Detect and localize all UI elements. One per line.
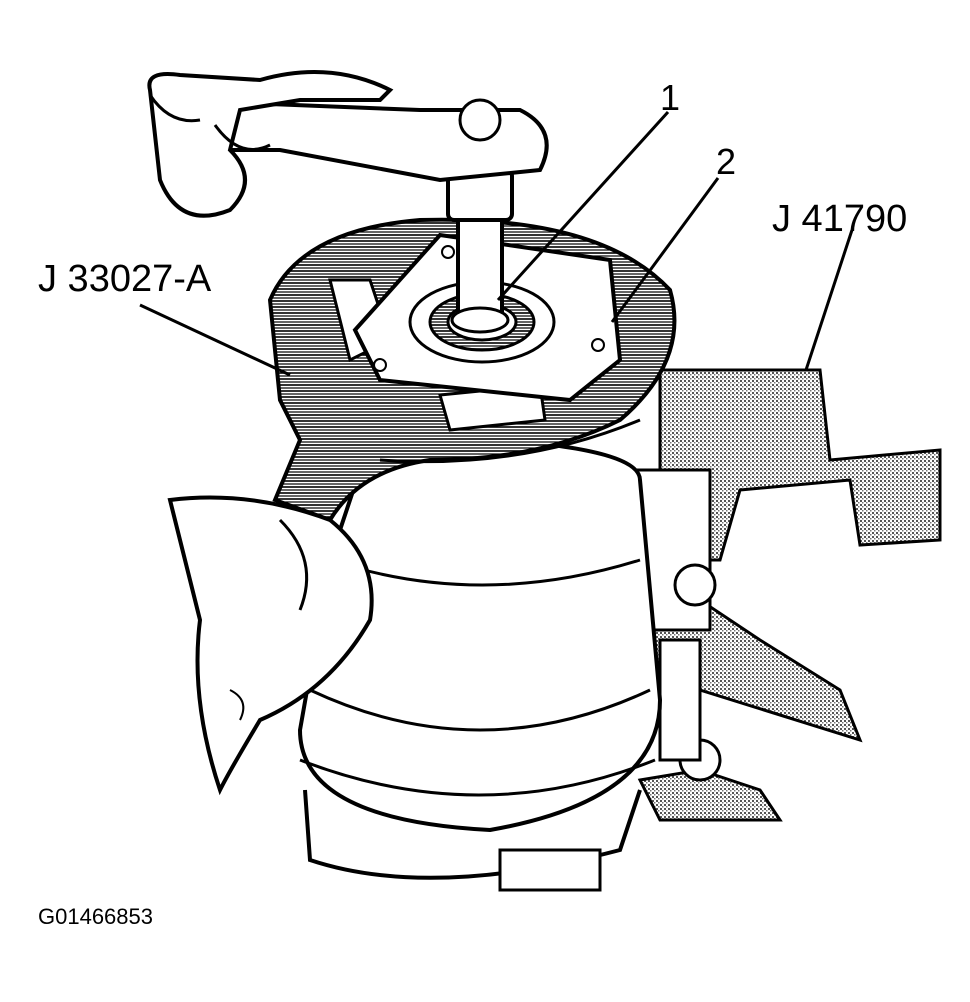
callout-j33027a: J 33027-A	[38, 258, 212, 300]
leader-line-j33027a	[139, 303, 291, 377]
ratchet-and-hand	[147, 70, 549, 218]
leader-line-1	[496, 110, 670, 302]
fixture-j41790	[628, 368, 942, 822]
callout-2: 2	[716, 141, 737, 182]
leader-lines	[139, 110, 854, 377]
leader-line-j41790	[804, 229, 854, 371]
compressor-body	[297, 436, 663, 892]
socket-extension	[446, 168, 514, 334]
leader-line-2	[610, 177, 720, 323]
callout-1: 1	[660, 77, 681, 118]
lower-hand	[167, 495, 374, 796]
callout-j41790: J 41790	[772, 198, 908, 240]
figure-id: G01466853	[38, 904, 153, 929]
